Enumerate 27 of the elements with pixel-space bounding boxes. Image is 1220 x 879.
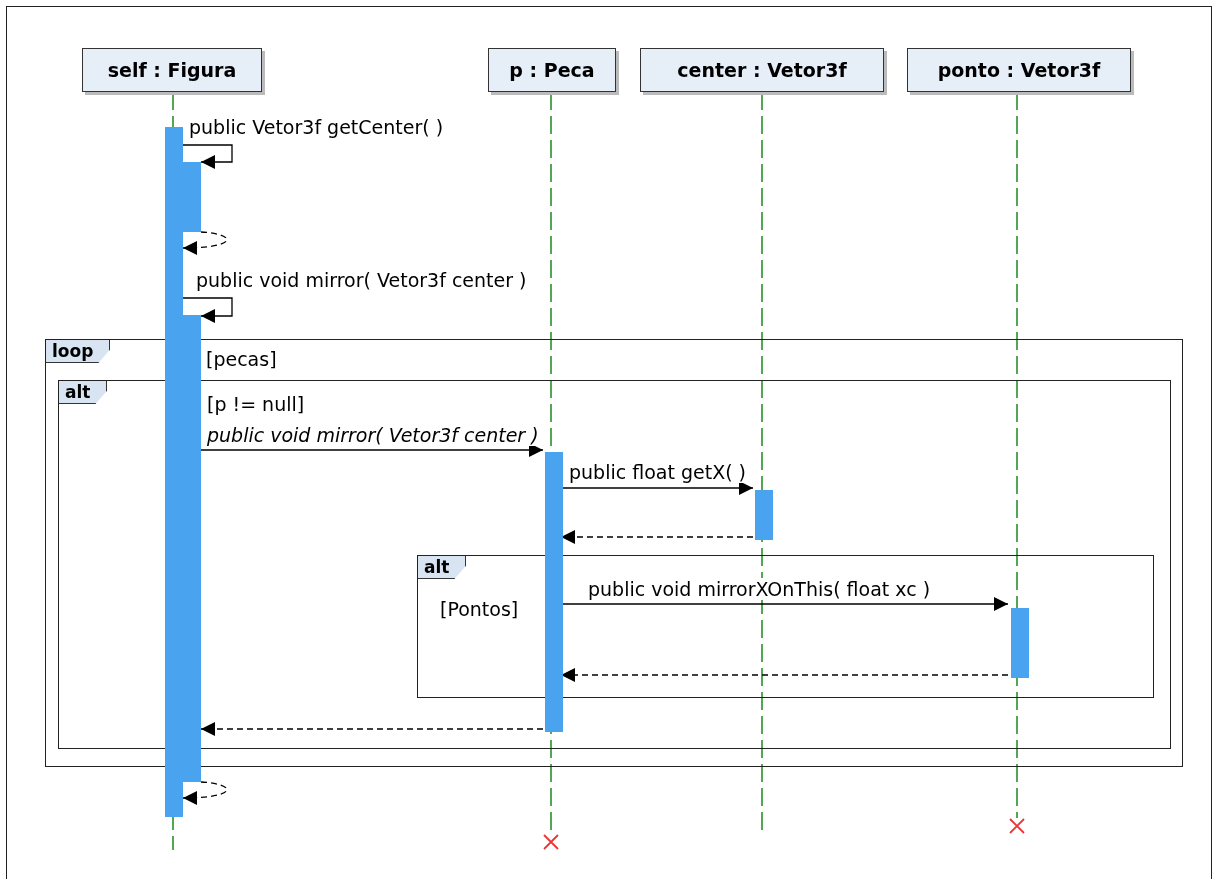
activation-bar <box>165 127 183 817</box>
guard-condition: [pecas] <box>206 348 277 370</box>
frame-tag: alt <box>59 381 108 404</box>
message-label: public float getX( ) <box>569 461 746 483</box>
return-arrow <box>182 781 228 805</box>
activation-bar <box>545 452 563 732</box>
frame-tag: alt <box>418 556 467 579</box>
message-label: public void mirror( Vetor3f center ) <box>207 424 539 446</box>
participant-box: ponto : Vetor3f <box>907 48 1131 92</box>
return-arrow <box>200 722 544 736</box>
message-arrow <box>182 144 233 169</box>
guard-condition: [p != null] <box>207 393 305 415</box>
message-label: public void mirrorXOnThis( float xc ) <box>588 578 931 600</box>
alt-frame <box>58 380 1171 749</box>
participant-box: center : Vetor3f <box>640 48 884 92</box>
guard-condition: [Pontos] <box>440 598 519 620</box>
activation-bar <box>183 162 201 232</box>
participant-box: self : Figura <box>82 48 262 92</box>
activation-bar <box>1011 608 1029 678</box>
frame-tag: loop <box>46 340 111 363</box>
activation-bar <box>183 315 201 782</box>
message-arrow <box>182 297 233 323</box>
return-arrow <box>182 231 228 255</box>
participant-box: p : Peca <box>488 48 616 92</box>
message-label: public Vetor3f getCenter( ) <box>189 116 444 138</box>
message-label: public void mirror( Vetor3f center ) <box>196 269 527 291</box>
activation-bar <box>755 490 773 540</box>
